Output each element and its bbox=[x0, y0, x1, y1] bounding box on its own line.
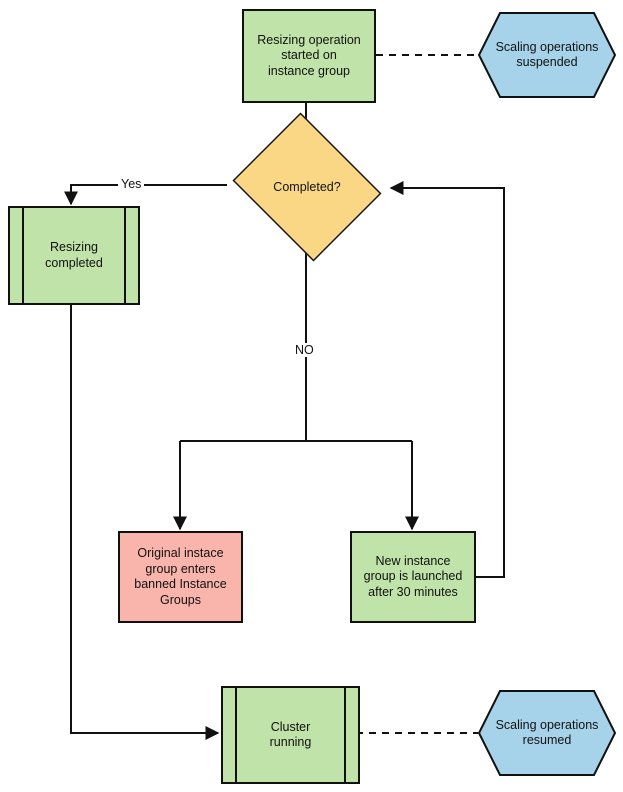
node-new-instance-group[interactable]: New instance group is launched after 30 … bbox=[350, 531, 476, 623]
node-label: Scaling operations resumed bbox=[495, 717, 599, 748]
node-label: Completed? bbox=[273, 180, 341, 194]
node-label: Resizing completed bbox=[45, 240, 103, 270]
node-label: Cluster running bbox=[269, 719, 312, 750]
node-resizing-completed[interactable]: Resizing completed bbox=[8, 206, 140, 305]
node-label: Original instace group enters banned Ins… bbox=[134, 546, 227, 607]
node-label: Scaling operations suspended bbox=[495, 39, 599, 70]
hexagon-shape-icon bbox=[477, 12, 617, 98]
predefined-process-right-rule bbox=[344, 688, 346, 782]
edge-yes-to-resizing-completed bbox=[64, 184, 227, 206]
edge-label-yes: Yes bbox=[118, 177, 145, 191]
predefined-process-right-rule bbox=[124, 208, 126, 303]
node-scaling-operations-resumed[interactable]: Scaling operations resumed bbox=[477, 689, 617, 777]
node-label-wrap: Resizing completed bbox=[10, 208, 138, 303]
predefined-process-left-rule bbox=[22, 208, 24, 303]
node-resizing-operation-started[interactable]: Resizing operation started on instance g… bbox=[242, 9, 376, 103]
node-label: Resizing operation started on instance g… bbox=[257, 32, 361, 78]
edge-resizing-completed-to-cluster bbox=[70, 301, 220, 740]
node-original-group-banned[interactable]: Original instace group enters banned Ins… bbox=[118, 531, 243, 623]
node-completed-decision[interactable]: Completed? bbox=[226, 112, 388, 262]
hexagon-shape-icon bbox=[477, 690, 617, 776]
edge-new-group-to-decision bbox=[389, 181, 505, 578]
edge-label-no: NO bbox=[292, 343, 317, 357]
node-label-wrap: Cluster running bbox=[223, 688, 358, 782]
node-scaling-operations-suspended[interactable]: Scaling operations suspended bbox=[477, 11, 617, 99]
predefined-process-left-rule bbox=[235, 688, 237, 782]
node-cluster-running[interactable]: Cluster running bbox=[221, 686, 360, 784]
node-label: New instance group is launched after 30 … bbox=[363, 553, 463, 599]
